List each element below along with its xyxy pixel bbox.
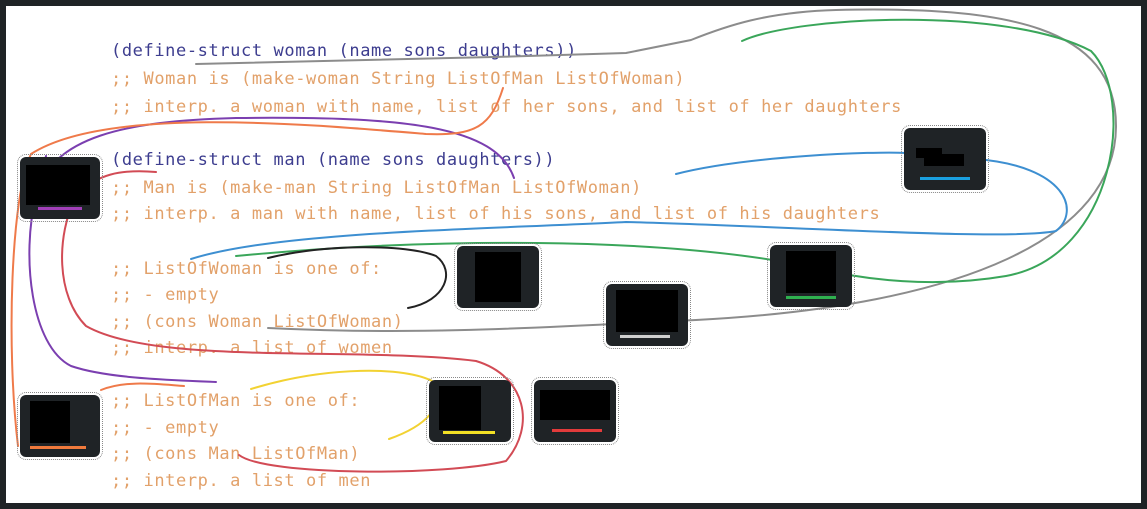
blue-bar — [920, 177, 970, 180]
list-of-woman-interp: ;; interp. a list of women — [111, 338, 393, 358]
orange-widget[interactable] — [17, 392, 103, 460]
list-of-woman-cons: ;; (cons Woman ListOfWoman) — [111, 312, 404, 332]
blue-widget[interactable] — [901, 125, 989, 193]
green-bar — [786, 296, 836, 299]
list-of-man-header: ;; ListOfMan is one of: — [111, 391, 361, 411]
red-bar — [552, 429, 602, 432]
woman-interp-comment: ;; interp. a woman with name, list of he… — [111, 97, 902, 117]
purple-widget[interactable] — [17, 154, 103, 222]
yellow-bar — [443, 431, 495, 434]
dark-widget[interactable] — [454, 243, 542, 311]
list-of-man-empty: ;; - empty — [111, 418, 220, 438]
yellow-widget[interactable] — [426, 377, 514, 445]
orange-bar — [30, 446, 86, 449]
man-interp-comment: ;; interp. a man with name, list of his … — [111, 204, 881, 224]
red-widget[interactable] — [531, 377, 619, 445]
diagram-canvas: (define-struct woman (name sons daughter… — [6, 6, 1141, 503]
man-struct-definition: (define-struct man (name sons daughters)… — [111, 150, 556, 170]
purple-bar — [38, 207, 82, 210]
list-of-man-interp: ;; interp. a list of men — [111, 471, 372, 491]
list-of-man-cons: ;; (cons Man ListOfMan) — [111, 444, 361, 464]
woman-type-comment: ;; Woman is (make-woman String ListOfMan… — [111, 69, 686, 89]
list-of-woman-header: ;; ListOfWoman is one of: — [111, 259, 382, 279]
green-widget[interactable] — [767, 242, 855, 310]
white-bar — [620, 335, 670, 338]
woman-struct-definition: (define-struct woman (name sons daughter… — [111, 41, 577, 61]
list-of-woman-empty: ;; - empty — [111, 285, 220, 305]
man-type-comment: ;; Man is (make-man String ListOfMan Lis… — [111, 178, 642, 198]
white-widget[interactable] — [603, 281, 691, 349]
